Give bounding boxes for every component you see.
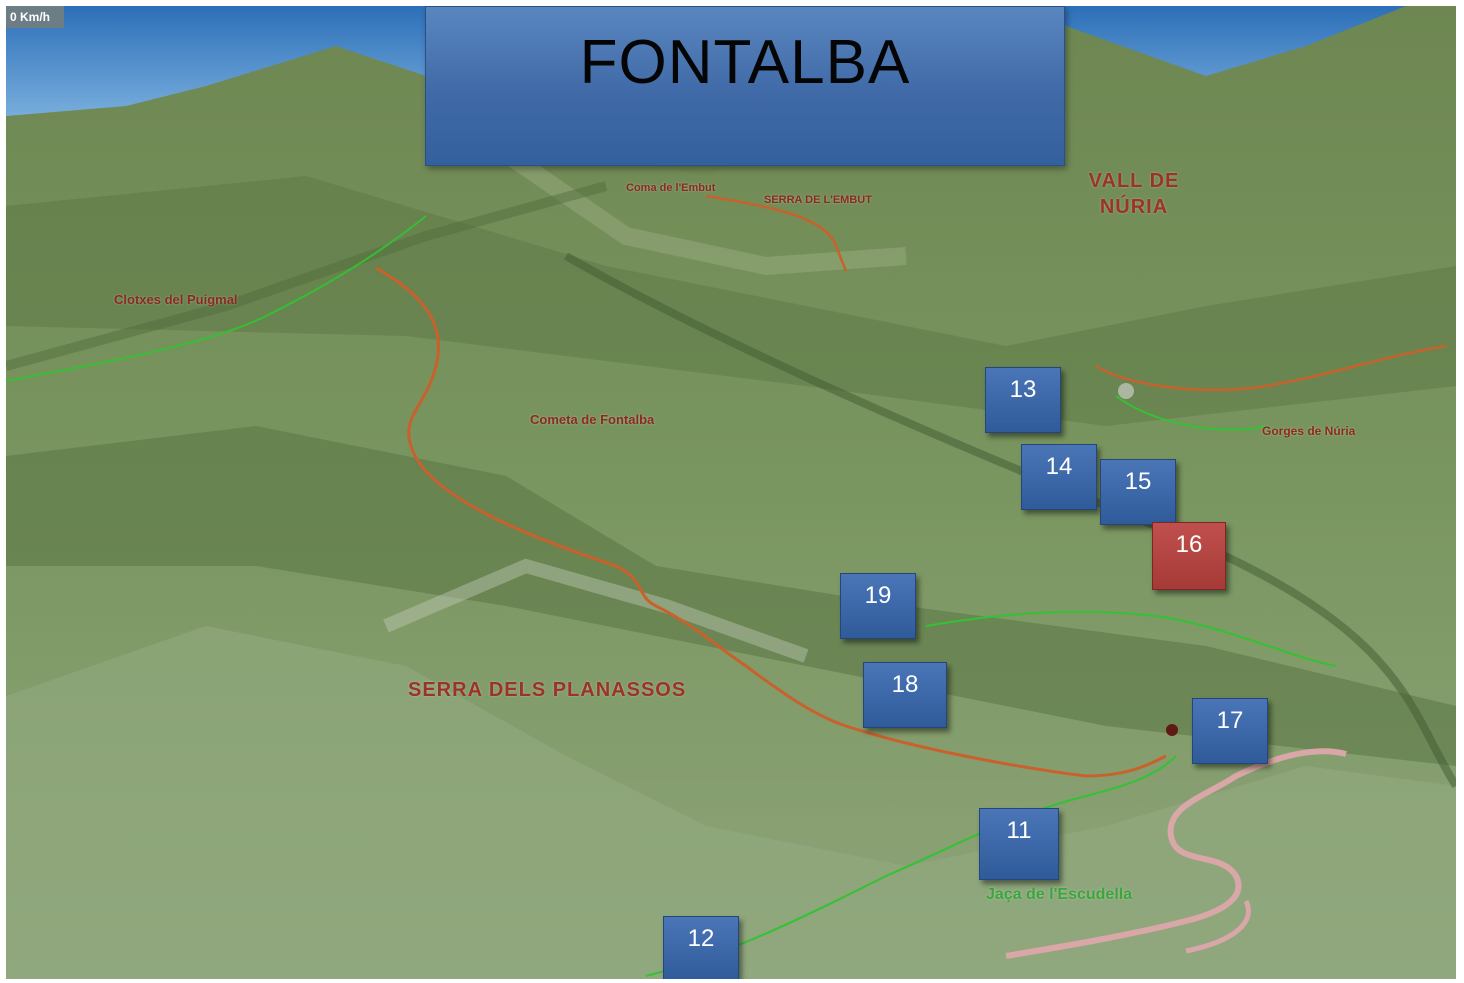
speed-readout: 0 Km/h [6,6,64,28]
title-banner: FONTALBA [425,6,1065,166]
label-clotxes-del-puigmal: Clotxes del Puigmal [114,292,238,307]
map-view[interactable]: 0 Km/h FONTALBA VALL DE NÚRIA SERRA DELS… [6,6,1456,979]
waypoint-marker-13[interactable]: 13 [985,367,1061,433]
label-coma-de-fontalba: Cometa de Fontalba [530,412,655,427]
label-coma-de-lembut: Coma de l'Embut [626,182,716,194]
waypoint-marker-19[interactable]: 19 [840,573,916,639]
label-serra-dels-planassos: SERRA DELS PLANASSOS [408,679,687,701]
waypoint-marker-15[interactable]: 15 [1100,459,1176,525]
waypoint-marker-11[interactable]: 11 [979,808,1059,880]
waypoint-marker-17[interactable]: 17 [1192,698,1268,764]
label-gorges-de-nuria: Gorges de Núria [1262,424,1356,438]
waypoint-marker-14[interactable]: 14 [1021,444,1097,510]
waypoint-marker-12[interactable]: 12 [663,916,739,979]
label-serra-de-lembut: SERRA DE L'EMBUT [764,194,872,206]
waypoint-marker-18[interactable]: 18 [863,662,947,728]
waypoint-marker-16[interactable]: 16 [1152,522,1226,590]
label-vall-de-nuria: VALL DE NÚRIA [1088,170,1180,218]
page-title: FONTALBA [579,28,911,97]
label-jaca-de-lescudella: Jaça de l'Escudella [986,886,1133,903]
